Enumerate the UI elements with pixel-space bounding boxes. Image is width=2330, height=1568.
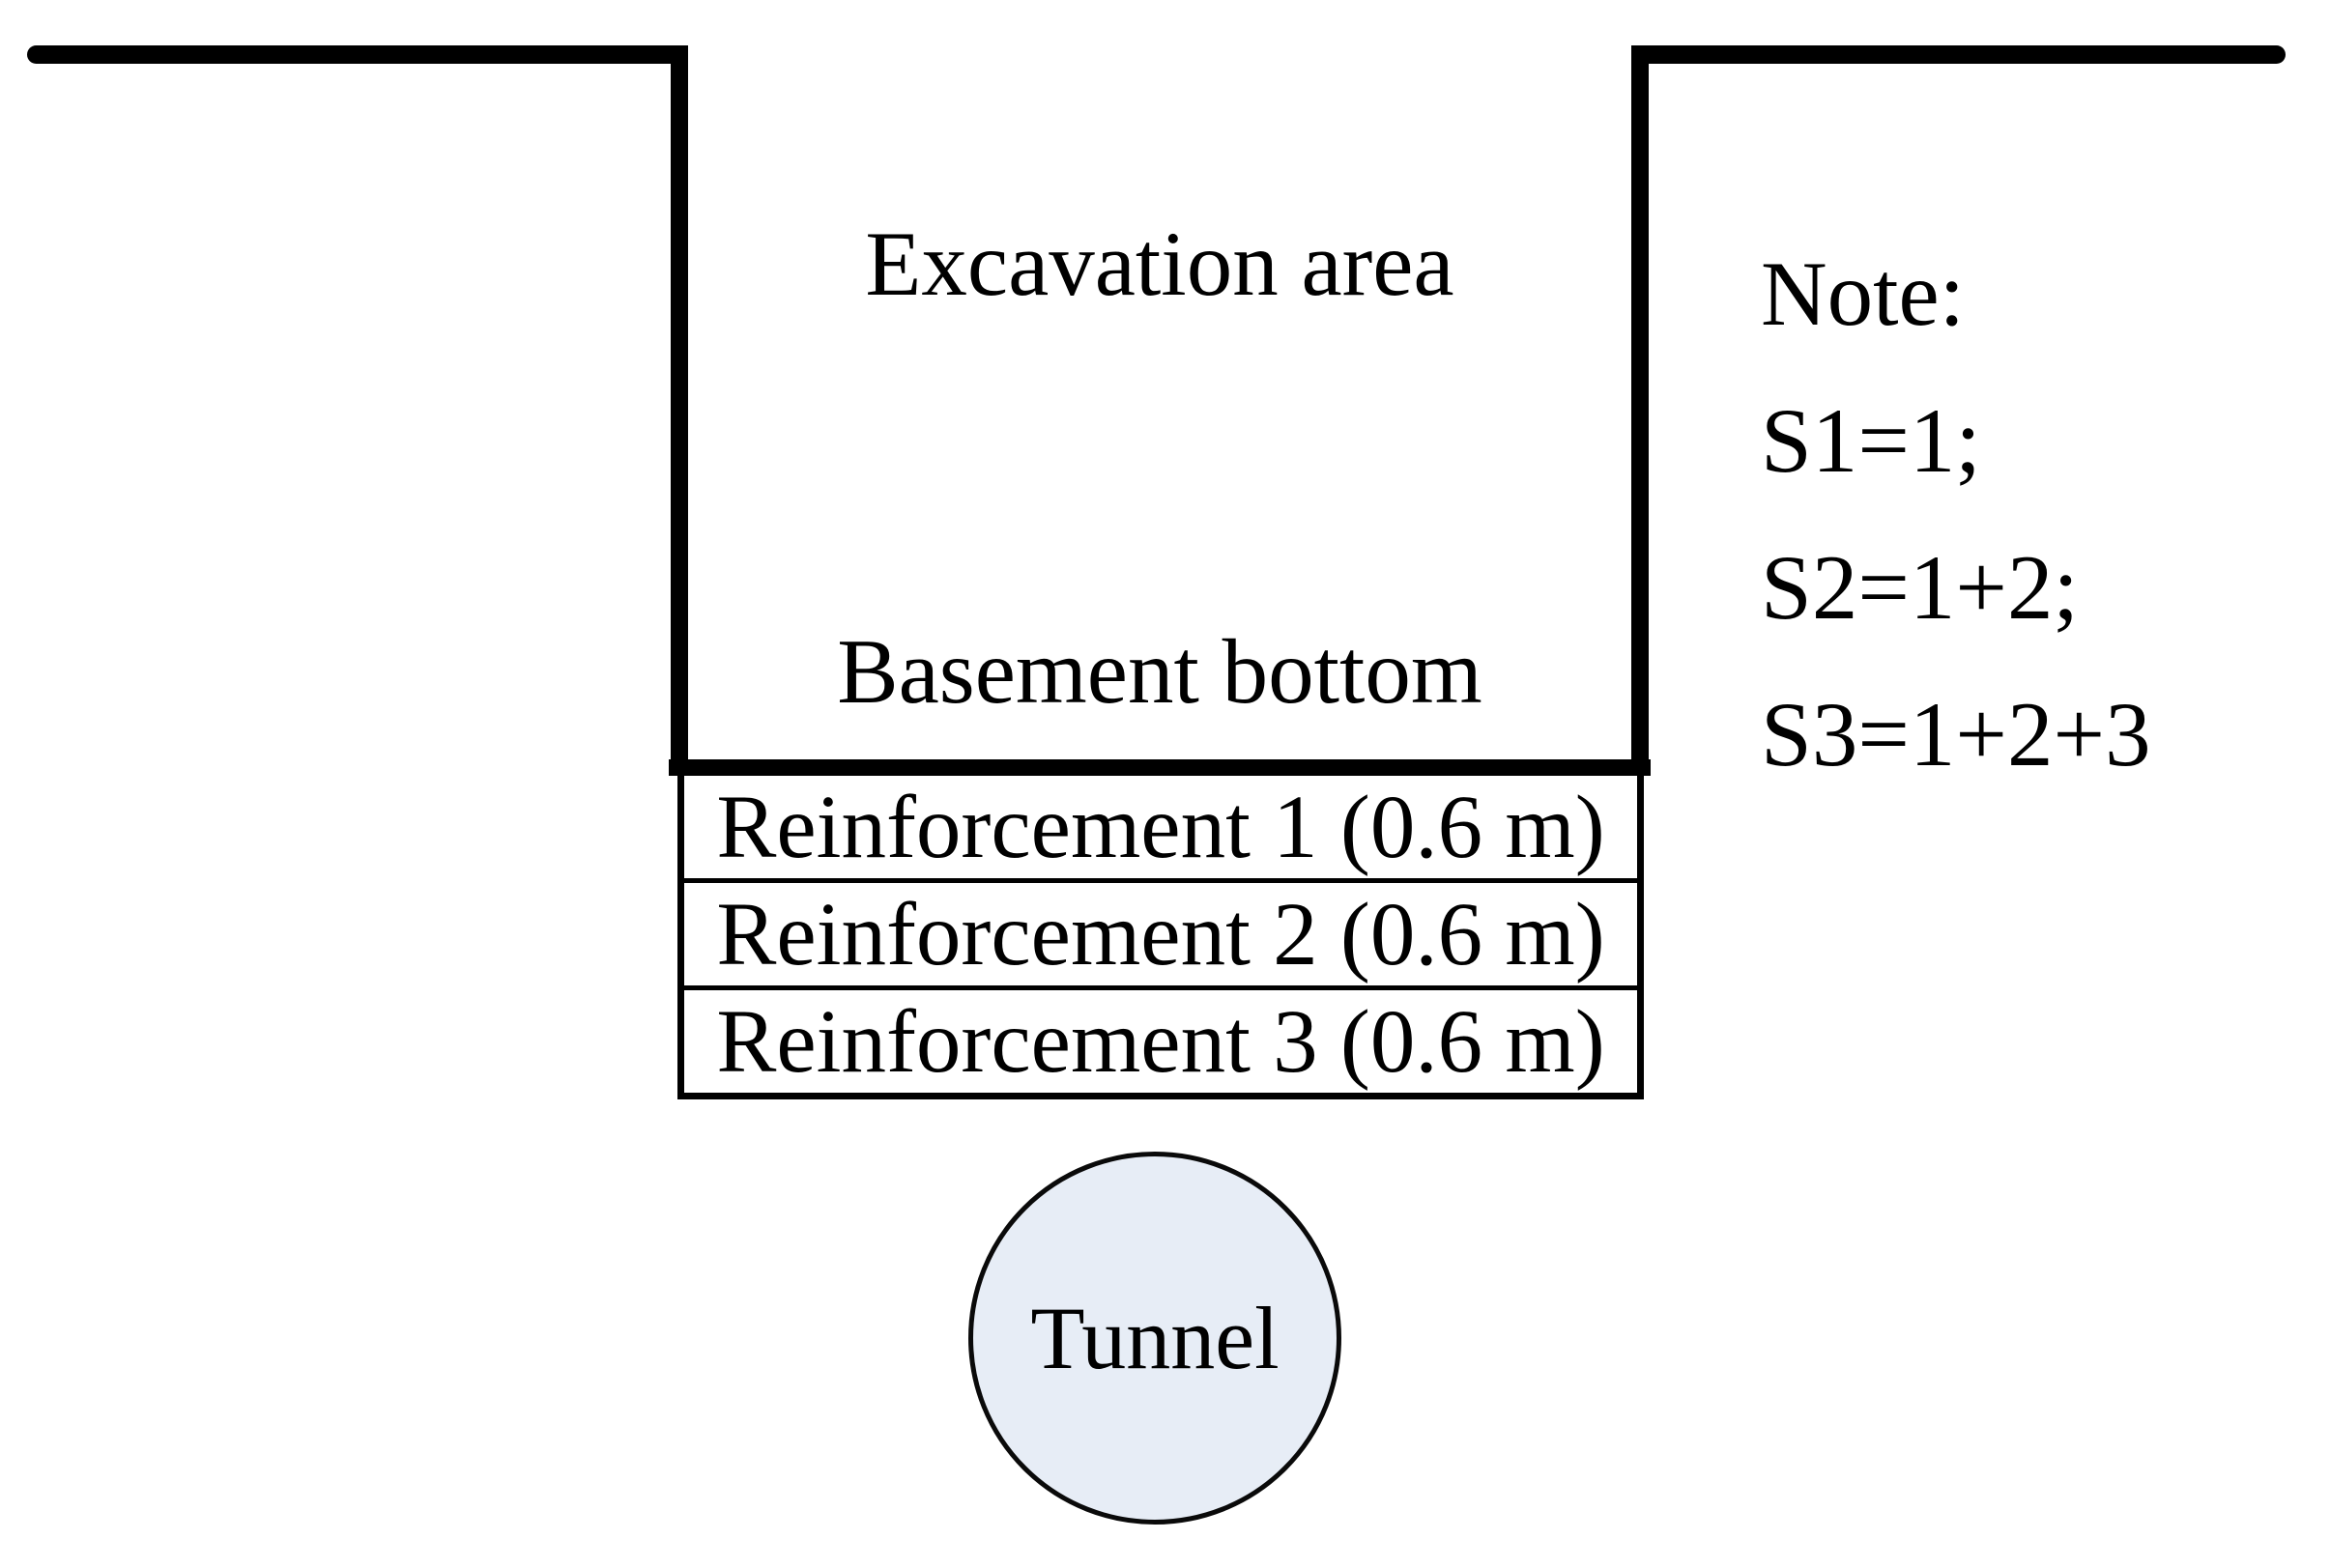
reinforcement-row-2: Reinforcement 2 (0.6 m) <box>684 878 1637 985</box>
tunnel-circle: Tunnel <box>968 1152 1341 1525</box>
reinforcement-label-1: Reinforcement 1 (0.6 m) <box>716 777 1605 877</box>
reinforcement-row-3: Reinforcement 3 (0.6 m) <box>684 985 1637 1093</box>
ground-surface-line-right <box>1631 45 2286 64</box>
note-line-1: S1=1; <box>1761 389 1981 492</box>
note-title: Note: <box>1761 242 1966 345</box>
note-line-3: S3=1+2+3 <box>1761 683 2151 785</box>
excavation-area-label: Excavation area <box>865 213 1454 315</box>
note-block: Note: S1=1; S2=1+2; S3=1+2+3 <box>1761 220 2151 808</box>
reinforcement-label-3: Reinforcement 3 (0.6 m) <box>716 991 1605 1092</box>
tunnel-label: Tunnel <box>1030 1289 1280 1387</box>
reinforcement-stack: Reinforcement 1 (0.6 m) Reinforcement 2 … <box>677 776 1644 1099</box>
basement-bottom-label: Basement bottom <box>837 620 1482 723</box>
reinforcement-label-2: Reinforcement 2 (0.6 m) <box>716 884 1605 984</box>
excavation-wall-right <box>1631 45 1649 776</box>
reinforcement-row-1: Reinforcement 1 (0.6 m) <box>684 776 1637 878</box>
excavation-wall-left <box>671 45 688 776</box>
note-line-2: S2=1+2; <box>1761 536 2079 639</box>
ground-surface-line-left <box>27 45 688 64</box>
basement-bottom-line <box>669 759 1651 776</box>
